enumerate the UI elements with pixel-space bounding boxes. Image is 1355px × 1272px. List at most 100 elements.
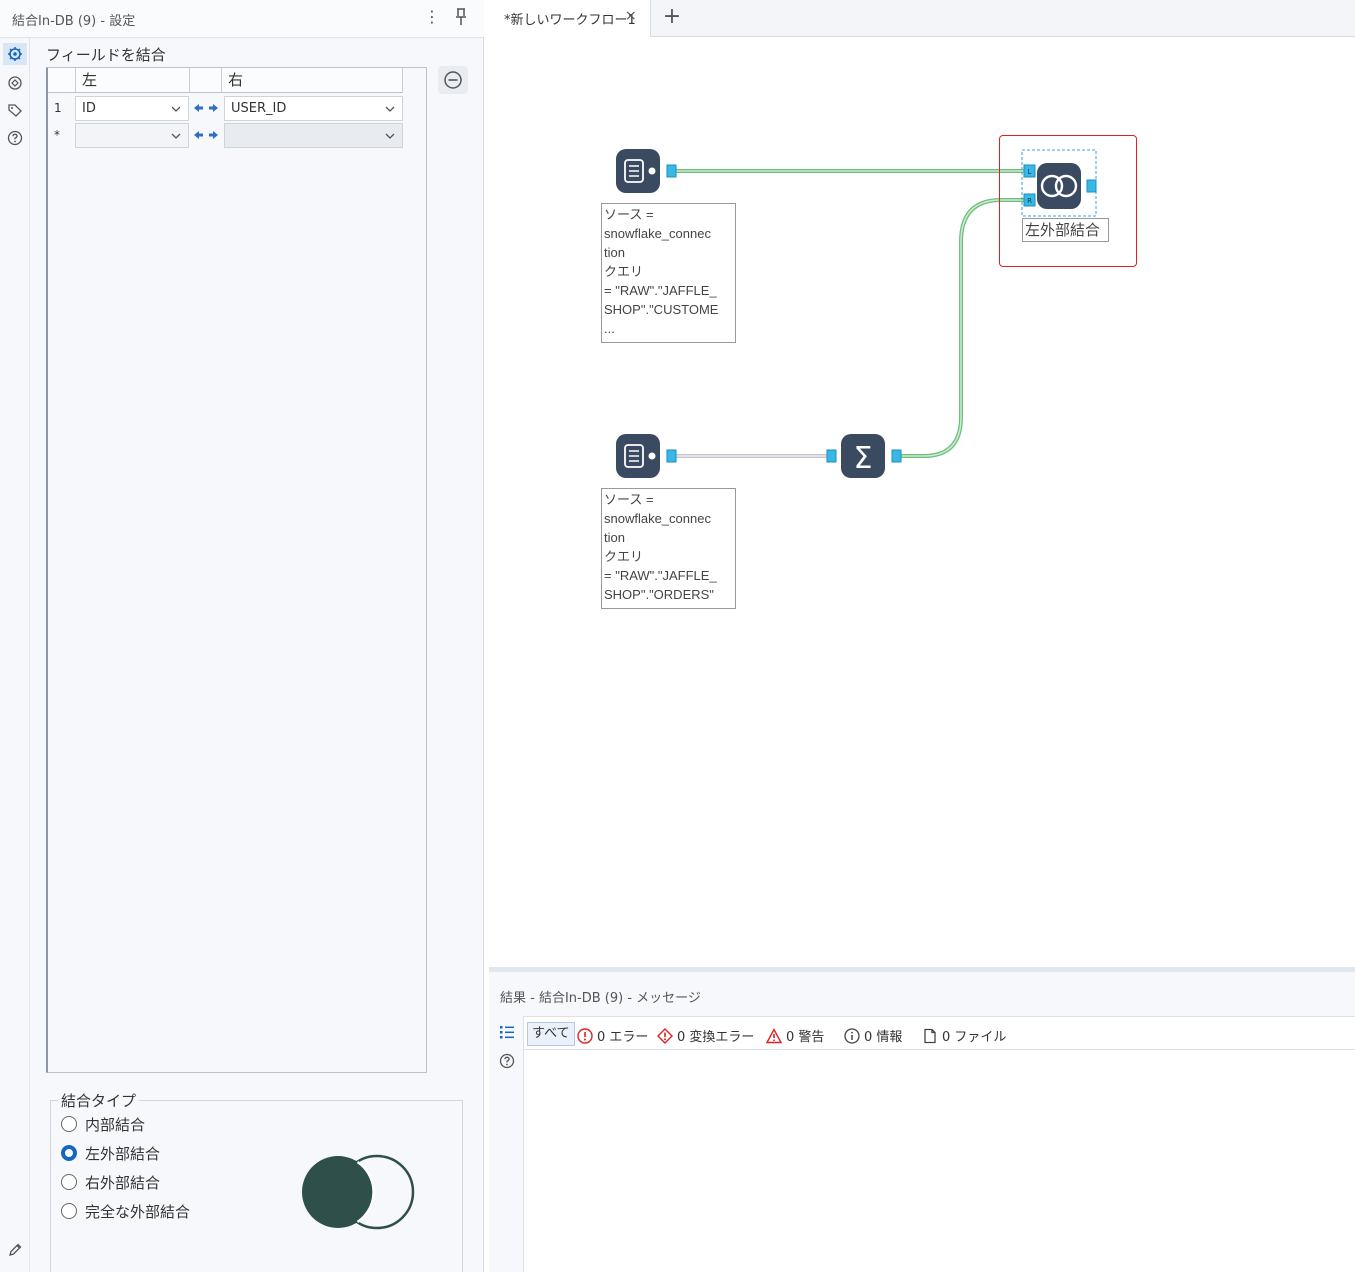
- row-number: *: [54, 128, 60, 142]
- file-icon: [924, 1028, 936, 1044]
- help-icon[interactable]: [7, 130, 23, 146]
- filter-label: 0 警告: [786, 1030, 825, 1045]
- grid-header-num: [48, 68, 76, 93]
- radio-label: 左外部結合: [85, 1145, 161, 1163]
- row-number: 1: [54, 101, 62, 115]
- radio-label: 内部結合: [85, 1116, 146, 1134]
- anchor-letter: R: [1027, 197, 1032, 205]
- more-options-icon[interactable]: ⋮: [424, 7, 440, 26]
- connect-in-db-node-top[interactable]: [616, 149, 660, 193]
- connection-icon[interactable]: [7, 75, 23, 91]
- list-icon[interactable]: [498, 1024, 516, 1040]
- grid-header-right: 右: [222, 68, 403, 93]
- add-tab-button[interactable]: +: [662, 4, 682, 29]
- node-annotation-bottom: ソース = snowflake_connec tion クエリ = "RAW".…: [601, 488, 736, 609]
- warning-icon: [766, 1028, 782, 1044]
- annotation-line: ソース =: [604, 207, 654, 222]
- configuration-title: 結合In-DB (9) - 設定: [12, 14, 136, 29]
- node-annotation-top: ソース = snowflake_connec tion クエリ = "RAW".…: [601, 203, 736, 343]
- error-icon: [577, 1028, 593, 1044]
- output-anchor[interactable]: [891, 449, 902, 463]
- results-title: 結果 - 結合In-DB (9) - メッセージ: [500, 991, 701, 1006]
- results-side-rail: [489, 1016, 524, 1272]
- filter-warnings[interactable]: 0 警告: [766, 1026, 824, 1045]
- help-icon[interactable]: [499, 1053, 515, 1069]
- chevron-down-icon: [385, 106, 395, 112]
- radio-label: 完全な外部結合: [85, 1203, 191, 1221]
- annotation-line: SHOP"."ORDERS": [604, 587, 714, 602]
- pencil-icon[interactable]: [7, 1242, 23, 1258]
- input-anchor[interactable]: [826, 449, 837, 463]
- anchor-letter: L: [1028, 168, 1032, 176]
- filter-files[interactable]: 0 ファイル: [922, 1026, 1006, 1045]
- join-fields-label: フィールドを結合: [46, 46, 166, 64]
- swap-arrows-icon[interactable]: [190, 123, 222, 148]
- right-field-select[interactable]: USER_ID: [224, 96, 403, 121]
- sigma-icon: Σ: [854, 441, 873, 476]
- filter-label: 0 ファイル: [942, 1030, 1007, 1045]
- tag-icon[interactable]: [7, 102, 23, 118]
- radio-button[interactable]: [61, 1203, 77, 1219]
- left-input-anchor[interactable]: [1023, 164, 1036, 178]
- right-input-anchor[interactable]: [1023, 193, 1036, 207]
- output-anchor[interactable]: [666, 449, 677, 463]
- annotation-line: = "RAW"."JAFFLE_: [604, 568, 717, 583]
- panel-splitter[interactable]: [489, 967, 1355, 972]
- info-icon: [844, 1028, 860, 1044]
- left-field-select[interactable]: ID: [75, 96, 189, 121]
- join-in-db-node[interactable]: [1037, 163, 1081, 209]
- workflow-tab-bar: *新しいワークフロー1 × +: [489, 0, 1355, 37]
- filter-all-button[interactable]: すべて: [527, 1022, 575, 1046]
- filter-info[interactable]: 0 情報: [844, 1026, 902, 1045]
- right-field-value: USER_ID: [231, 101, 287, 116]
- results-panel: 結果 - 結合In-DB (9) - メッセージ すべて 0 エラー 0 変換エ…: [489, 972, 1355, 1272]
- output-anchor[interactable]: [1086, 179, 1097, 193]
- chevron-down-icon: [385, 133, 395, 139]
- join-type-label: 結合タイプ: [58, 1090, 140, 1111]
- swap-arrows-icon[interactable]: [190, 96, 222, 121]
- grid-header-left: 左: [76, 68, 190, 93]
- radio-label: 右外部結合: [85, 1174, 161, 1192]
- filter-label: 0 エラー: [597, 1030, 649, 1045]
- workflow-connections: Σ L R: [616, 149, 1097, 478]
- radio-button-selected[interactable]: [61, 1145, 77, 1161]
- minus-circle-icon: [444, 71, 462, 89]
- annotation-line: SHOP"."CUSTOME: [604, 302, 719, 317]
- annotation-line: = "RAW"."JAFFLE_: [604, 283, 717, 298]
- settings-tab[interactable]: [3, 43, 27, 65]
- remove-row-button[interactable]: [438, 66, 468, 94]
- highlight-box: [999, 135, 1137, 267]
- annotation-line: クエリ: [604, 549, 644, 564]
- results-message-list: [524, 1050, 1355, 1272]
- chevron-down-icon: [171, 133, 181, 139]
- new-right-field-select[interactable]: [224, 123, 403, 148]
- connect-in-db-node-bottom[interactable]: [616, 434, 660, 478]
- summarize-in-db-node[interactable]: Σ: [841, 434, 885, 478]
- annotation-line: snowflake_connec: [604, 226, 711, 241]
- pin-icon[interactable]: [453, 7, 469, 27]
- output-anchor[interactable]: [666, 164, 677, 178]
- results-toolbar: すべて 0 エラー 0 変換エラー 0 警告 0 情報: [489, 1016, 1355, 1050]
- filter-label: 0 情報: [864, 1030, 903, 1045]
- annotation-line: snowflake_connec: [604, 511, 711, 526]
- tab-label: *新しいワークフロー1: [504, 13, 636, 28]
- annotation-line: ...: [604, 321, 615, 336]
- join-fields-grid: 左 右 1 ID USER_ID *: [46, 67, 427, 1073]
- annotation-line: ソース =: [604, 492, 654, 507]
- join-node-label: 左外部結合: [1022, 218, 1109, 242]
- filter-conversion-errors[interactable]: 0 変換エラー: [657, 1026, 754, 1045]
- close-icon[interactable]: ×: [625, 8, 637, 24]
- left-join-venn-icon: [302, 1154, 415, 1230]
- gear-icon: [8, 47, 22, 61]
- connection-line: [897, 199, 1027, 457]
- filter-errors[interactable]: 0 エラー: [577, 1026, 648, 1045]
- radio-button[interactable]: [61, 1174, 77, 1190]
- radio-button[interactable]: [61, 1116, 77, 1132]
- tab-workflow[interactable]: *新しいワークフロー1 ×: [489, 0, 651, 37]
- new-left-field-select[interactable]: [75, 123, 189, 148]
- join-type-group: [50, 1100, 463, 1272]
- workflow-canvas[interactable]: Σ L R ソース = snowflake_connec tion クエリ = …: [489, 37, 1355, 967]
- configuration-panel: 結合In-DB (9) - 設定 ⋮: [0, 0, 484, 1272]
- annotation-line: tion: [604, 530, 625, 545]
- configuration-side-rail: [0, 38, 30, 1272]
